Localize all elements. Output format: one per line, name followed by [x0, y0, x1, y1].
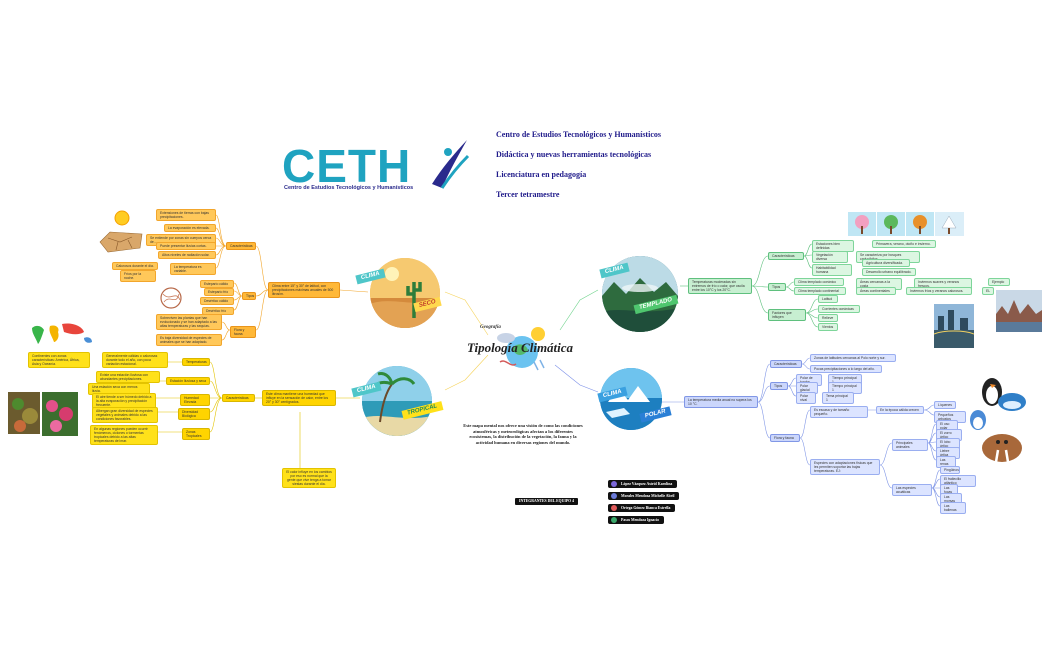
templado-t1: Clima templado oceánico [794, 278, 844, 286]
ceth-logo-mark: CETH [282, 140, 470, 192]
templado-c1d: Primavera, verano, otoño e invierno. [872, 240, 936, 248]
city-photo-1 [933, 304, 975, 348]
polar-c2: Pocas precipitaciones a lo largo del año… [810, 365, 882, 373]
dry-earth-image [98, 228, 144, 259]
templado-c2: Vegetación diversa [812, 251, 848, 263]
sun-image [112, 208, 132, 233]
header-institution: Centro de Estudios Tecnológicos y Humaní… [496, 130, 661, 139]
templado-t2f: EL [982, 287, 994, 295]
polar-c1: Zonas de latitudes cercanas al Polo nort… [810, 354, 896, 362]
templado-t2e: Inviernos fríos y veranos calurosos. [906, 287, 972, 295]
seco-caracteristicas: Características [226, 242, 256, 250]
ceth-logo: CETH Centro de Estudios Tecnológicos y H… [282, 140, 472, 205]
tropical-temp: Temperaturas [182, 358, 210, 366]
templado-caracteristicas: Características [768, 252, 804, 260]
tropical-extra: El calor influye en los cambios por eso … [282, 468, 336, 488]
templado-f3: Relieve [818, 314, 838, 322]
polar-a5: Las renas [936, 456, 956, 468]
tropical-flower-photo [42, 392, 78, 436]
member-dot-icon [611, 493, 617, 499]
center-globe-image [492, 318, 552, 378]
polar-f2b: Las especies acuáticas [892, 484, 932, 496]
polar-flora: Flora y fauna [770, 434, 800, 442]
templado-factores: Factores que influyen [768, 309, 806, 321]
seco-main: Clima entre 15° y 30° de latitud, con pr… [268, 282, 340, 298]
tropical-estd1: Existe una estación lluviosa con abundan… [96, 371, 160, 383]
tropical-hum: Humedad Elevada [180, 394, 210, 406]
templado-c3: Habitabilidad humana [812, 264, 852, 276]
tropical-forest-photo [8, 392, 40, 434]
team-member: López Vázquez Astrid Karolina [608, 480, 678, 488]
tropical-div: Diversidad Biológica [178, 408, 210, 420]
polar-f1a: Líquenes [934, 401, 956, 409]
seco-t1: Estepario cálido [200, 280, 234, 288]
templado-c3a: Agricultura diversificada. [862, 259, 910, 267]
polar-f2a: Principales animales [892, 439, 928, 451]
templado-t1f: Ejemplo [988, 278, 1010, 286]
logo-word: CETH [282, 140, 411, 192]
seco-f2: Es baja diversidad de especies de animal… [156, 334, 222, 346]
four-seasons-image [848, 212, 964, 236]
team-member: Morales Mendoza Michelle Abril [608, 492, 680, 500]
polar-f1: Es escasa y de tamaño pequeño. [810, 406, 868, 418]
polar-tipos: Tipos [770, 382, 788, 390]
tropical-beach-image [362, 366, 432, 436]
seco-t2: Estepario frío [204, 288, 234, 296]
templado-f4: Vientos [818, 323, 838, 331]
polar-b1: Pingüinos [940, 466, 960, 474]
seco-c5: Altos niveles de radiación solar. [158, 251, 216, 259]
header-degree: Licenciatura en pedagogía [496, 170, 587, 179]
templado-f2: Corrientes oceánicas [818, 305, 860, 313]
seco-f1: Sobreviven las plantas que han evolucion… [156, 314, 222, 330]
member-dot-icon [611, 505, 617, 511]
team-label: INTEGRANTES DEL EQUIPO 4 [515, 498, 578, 505]
logo-tagline: Centro de Estudios Tecnológicos y Humaní… [284, 185, 414, 191]
polar-f1d: En la época cálida crecen [876, 406, 924, 414]
templado-t2: Clima templado continental [794, 287, 846, 295]
templado-c3b: Desarrollo urbano equilibrado. [862, 268, 916, 276]
templado-main: Temperaturas moderadas sin extremos de f… [688, 278, 752, 294]
seco-t3: Desértico cálido [200, 297, 234, 305]
polar-t3d: Tema principal 1 [822, 392, 854, 404]
tumbleweed-image [158, 286, 184, 315]
team-member: Ortega Gómez Bianca Estrella [608, 504, 676, 512]
tropical-zond: En algunas regiones pueden ocurrir fenóm… [90, 425, 158, 445]
tropical-contd: Continentes con zonas características: A… [28, 352, 90, 368]
polar-f2: Especies con adaptaciones físicas que le… [810, 459, 880, 475]
templado-f1: Latitud [818, 295, 838, 303]
seco-flora: Flora y fauna [230, 326, 256, 338]
polar-b5: Las ballenas [940, 502, 966, 514]
map-description: Este mapa mental nos ofrece una visión d… [463, 423, 583, 445]
member-dot-icon [611, 481, 617, 487]
seco-c1: Extensiones de tierras con bajas precipi… [156, 209, 216, 221]
seco-c6: Calurosos durante el día. [112, 262, 158, 270]
tropical-caracteristicas: Características [222, 394, 255, 402]
templado-t2d: Áreas continentales [856, 287, 896, 295]
tropical-zon: Zonas Tropicales [182, 428, 210, 440]
templado-tipos: Tipos [768, 283, 786, 291]
tropical-est: Estación lluviosa y seca [166, 377, 210, 385]
polar-animals-image [968, 376, 1028, 468]
tropical-main: Este clima mantiene una humedad que infl… [262, 390, 336, 406]
polar-main: La temperatura media anual no supera los… [684, 396, 758, 408]
polar-caracteristicas: Características [770, 360, 802, 368]
header-term: Tercer tetramestre [496, 190, 560, 199]
seco-c7: Fríos por la noche. [120, 270, 156, 282]
tropical-tempd: Generalmente cálidas o calurosas durante… [102, 352, 168, 368]
city-photo-2 [996, 290, 1042, 332]
center-subtitle: Geografía [480, 325, 501, 330]
header-course: Didáctica y nuevas herramientas tecnológ… [496, 150, 652, 159]
seco-tipos: Tipos [242, 292, 256, 300]
seco-c8: La temperatura es variable. [170, 263, 216, 275]
seco-c2: La evaporación es elevada. [164, 224, 216, 232]
world-map-image [30, 322, 94, 351]
seco-c4: Puede presentar lluvias cortas. [156, 242, 216, 250]
member-dot-icon [611, 517, 617, 523]
center-title: Tipología Climática [467, 340, 574, 355]
team-member: Pasos Mendoza Ignacio [608, 516, 664, 524]
tropical-divd: Albergan gran diversidad de especies veg… [92, 407, 158, 423]
polar-t3: Polar nival [796, 392, 816, 404]
